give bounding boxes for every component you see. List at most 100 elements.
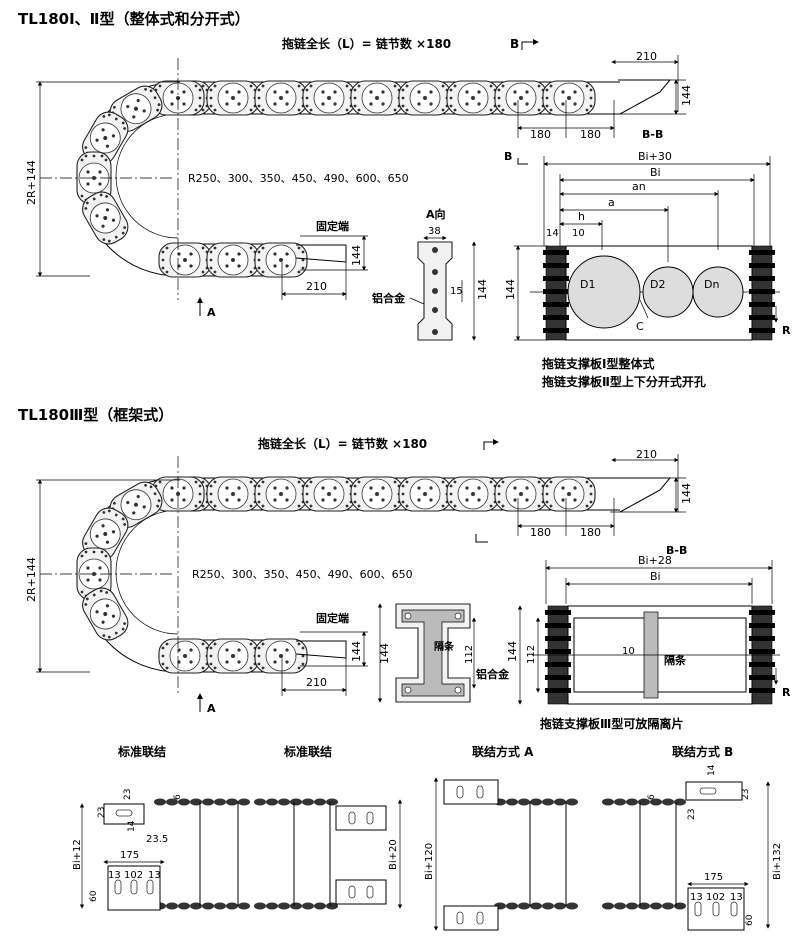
chain-perforation <box>497 492 501 496</box>
frame-side-rib <box>545 610 571 615</box>
chain-perforation <box>441 480 445 484</box>
chain-edge-link <box>518 798 530 806</box>
a-view-material: 铝合金 <box>372 291 406 305</box>
chain-link-dot <box>477 498 481 502</box>
chain-link-dot <box>513 90 517 94</box>
chain-link <box>206 638 260 674</box>
chain-perforation <box>257 88 261 92</box>
chain-link-dot <box>225 648 229 652</box>
chain-edge-link <box>278 798 290 806</box>
chain-link-dot <box>95 534 99 538</box>
chain-perforation <box>149 89 153 93</box>
dim-180b-2: 180 <box>580 526 601 539</box>
chain-link-dot <box>237 660 241 664</box>
chain-link-center <box>279 258 283 262</box>
dim-210-top-2: 210 <box>636 448 657 461</box>
chain-perforation <box>257 492 261 496</box>
chain-link-dot <box>465 498 469 502</box>
modeb-dim-102: 102 <box>706 892 725 903</box>
chain-link-center <box>519 96 523 100</box>
dim-38: 38 <box>428 226 441 237</box>
chain-edge-link <box>238 798 250 806</box>
chain-edge-link <box>542 798 554 806</box>
chain-perforation <box>257 258 261 262</box>
chain-perforation <box>357 108 361 112</box>
support-plate-outline <box>565 245 753 341</box>
bracket-top-slot <box>366 811 374 825</box>
chain-perforation <box>121 517 125 521</box>
chain-link-dot <box>105 208 110 212</box>
chain-link-dot <box>182 102 186 106</box>
chain-edge-link <box>566 902 578 910</box>
chain-link <box>542 476 596 512</box>
chain-link <box>446 80 500 116</box>
chain-link-dot <box>237 102 241 106</box>
dim-210-bottom-1: 210 <box>306 280 327 293</box>
b-section-arrow-4 <box>475 534 488 543</box>
chain-link-center <box>183 654 187 658</box>
dn-label: Dn <box>704 278 719 291</box>
chain-link-dot <box>111 614 116 618</box>
chain-perforation <box>305 96 309 100</box>
chain-perforation <box>121 121 125 125</box>
chain-edge-link <box>554 798 566 806</box>
chain-link <box>398 476 452 512</box>
modeb-dim-175: 175 <box>704 872 723 883</box>
dim-180b-1: 180 <box>580 128 601 141</box>
chain-link <box>158 638 212 674</box>
chain-edge-link <box>566 798 578 806</box>
dim-bi28: Bi+28 <box>638 554 672 567</box>
chain-side-view-1 <box>76 80 620 278</box>
chain-edge-link <box>226 902 238 910</box>
chain-perforation <box>489 504 493 508</box>
chain-perforation <box>84 603 88 606</box>
chain-perforation <box>297 666 301 670</box>
chain-perforation <box>213 480 217 484</box>
chain-perforation <box>99 193 103 197</box>
bb-label-1: B-B <box>642 128 663 141</box>
chain-link-dot <box>333 102 337 106</box>
chain-perforation <box>301 646 305 650</box>
chain-perforation <box>201 666 205 670</box>
length-formula-1: 拖链全长（L）= 链节数 ×180 <box>282 36 451 51</box>
material-leader-1 <box>409 297 425 305</box>
chain-perforation <box>144 483 147 487</box>
dim-144-fixed-2: 144 <box>350 641 363 662</box>
chain-link-dot <box>111 530 116 534</box>
chain-edge-link <box>674 902 686 910</box>
d2-label: D2 <box>650 278 665 291</box>
chain-link-dot <box>321 486 325 490</box>
chain-perforation <box>80 194 84 198</box>
chain-perforation <box>121 627 125 631</box>
chain-edge-link <box>190 798 202 806</box>
chain-perforation <box>305 484 309 488</box>
chain-link-center <box>92 572 96 576</box>
chain-edge-link <box>202 902 214 910</box>
frame-side-rib <box>749 662 775 667</box>
chain-link-dot <box>273 90 277 94</box>
chain-link-dot <box>477 486 481 490</box>
chain-perforation <box>249 504 253 508</box>
chain-link-center <box>134 106 138 111</box>
chain-perforation <box>501 84 505 88</box>
std1-dim-14: 14 <box>127 820 137 832</box>
std1-dim-bi12: Bi+12 <box>72 839 83 870</box>
chain-link-dot <box>225 486 229 490</box>
chain-link <box>494 80 548 116</box>
std1-dim-13b: 13 <box>148 870 161 881</box>
plate-hole-d2 <box>642 266 694 318</box>
chain-link-dot <box>381 90 385 94</box>
chain-link-center <box>375 96 379 100</box>
chain-perforation <box>92 550 96 554</box>
chain-perforation <box>393 84 397 88</box>
chain-perforation <box>249 84 253 88</box>
fixed-bracket-2 <box>295 640 347 659</box>
chain-perforation <box>194 480 198 484</box>
chain-perforation <box>102 115 106 118</box>
chain-perforation <box>453 108 457 112</box>
chain-perforation <box>589 484 593 488</box>
chain-link-dot <box>101 524 105 528</box>
dim-144-section2: 144 <box>506 641 519 662</box>
chain-link <box>206 80 260 116</box>
